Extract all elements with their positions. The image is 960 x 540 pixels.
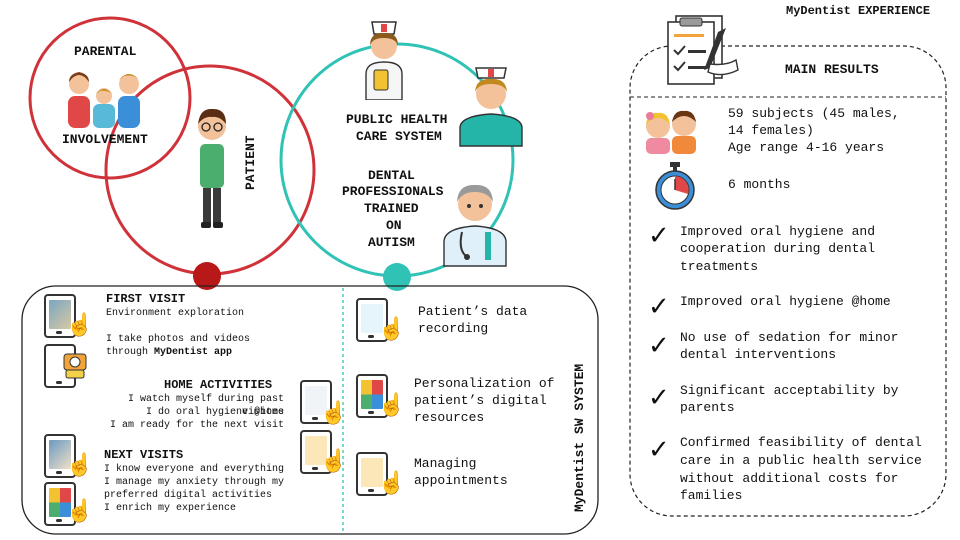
result-1-line-3: treatments <box>680 259 759 274</box>
boy-icon <box>198 108 226 228</box>
home-line-2: I do oral hygiene @home <box>145 407 284 418</box>
nurse-cap-icon <box>459 67 523 147</box>
children-icon <box>646 110 696 154</box>
result-3-line-2: dental interventions <box>680 347 837 362</box>
result-5-line-2: care in a public health service <box>680 453 922 468</box>
patient-label: PATIENT <box>243 135 258 190</box>
first-visit-line-1: I take photos and videos <box>106 334 251 345</box>
result-4-line-1: Significant acceptability by <box>680 383 899 398</box>
bottom-panel-border <box>21 285 599 535</box>
pointing-hand-icon: ☝ <box>320 448 348 473</box>
dental-label-5: AUTISM <box>368 235 415 250</box>
check-icon: ✓ <box>648 330 670 360</box>
result-4-line-2: parents <box>680 400 735 415</box>
first-visit-line-2: through MyDentist app <box>106 347 233 358</box>
red-connector-dot <box>193 262 221 290</box>
dental-label-1: DENTAL <box>368 168 415 183</box>
public-health-label-2: CARE SYSTEM <box>356 129 442 144</box>
next-line-2: I manage my anxiety through my <box>104 477 285 488</box>
smartphone-dentist-icon <box>44 434 76 478</box>
subjects-line-3: Age range 4-16 years <box>728 140 885 155</box>
system-item-2-line-2: patient’s digital <box>414 393 547 408</box>
result-5-line-4: families <box>680 488 743 503</box>
dentist-icon <box>443 184 507 267</box>
family-icon <box>68 72 140 128</box>
check-icon: ✓ <box>648 220 670 250</box>
subjects-line-1: 59 subjects (45 males, <box>728 106 900 121</box>
check-icon: ✓ <box>648 434 670 464</box>
smartphone-puzzle-icon <box>356 374 388 418</box>
home-line-1: I watch myself during past visites <box>127 394 284 418</box>
first-visit-title: FIRST VISIT <box>106 292 186 306</box>
parental-label: PARENTAL <box>74 44 137 59</box>
next-line-4: I enrich my experience <box>104 503 237 514</box>
result-5-line-1: Confirmed feasibility of dental <box>680 435 922 450</box>
smartphone-puzzle-icon <box>44 482 76 526</box>
result-3-line-1: No use of sedation for minor <box>680 330 899 345</box>
pointing-hand-icon: ☝ <box>320 400 348 425</box>
system-item-2-line-1: Personalization of <box>414 376 555 391</box>
smartphone-calendar-icon <box>356 452 388 496</box>
check-icon: ✓ <box>648 382 670 412</box>
checklist-clipboard-icon <box>667 15 739 85</box>
next-line-1: I know everyone and everything <box>104 464 285 475</box>
result-5-line-3: without additional costs for <box>680 471 899 486</box>
subjects-line-2: 14 females) <box>728 123 814 138</box>
dental-label-3: TRAINED <box>364 201 419 216</box>
results-panel-border <box>629 45 947 517</box>
header-title: MyDentist EXPERIENCE <box>786 4 931 18</box>
system-item-3-line-1: Managing <box>414 456 477 471</box>
next-visits-title: NEXT VISITS <box>104 448 184 462</box>
pointing-hand-icon: ☝ <box>378 470 406 495</box>
check-icon: ✓ <box>648 291 670 321</box>
pointing-hand-icon: ☝ <box>66 498 94 523</box>
dental-label-2: PROFESSIONALS <box>342 184 444 199</box>
system-item-1-line-1: Patient’s data <box>418 304 528 319</box>
stopwatch-icon <box>655 162 695 210</box>
parental-circle <box>28 16 192 180</box>
duration-text: 6 months <box>728 177 791 192</box>
nurse-icon <box>365 21 403 100</box>
main-results-title: MAIN RESULTS <box>785 62 879 77</box>
system-item-1-line-2: recording <box>418 321 489 336</box>
public-health-label-1: PUBLIC HEALTH <box>346 112 448 127</box>
pointing-hand-icon: ☝ <box>66 452 94 477</box>
dental-label-4: ON <box>386 218 402 233</box>
system-item-3-line-2: appointments <box>414 473 508 488</box>
result-1-line-2: cooperation during dental <box>680 241 876 256</box>
system-item-2-line-3: resources <box>414 410 485 425</box>
smartphone-profile-icon <box>356 298 388 342</box>
system-vertical-label: MyDentist SW SYSTEM <box>572 363 587 512</box>
smartphone-video-icon <box>300 380 332 424</box>
result-2-line-1: Improved oral hygiene @home <box>680 294 891 309</box>
involvement-label: INVOLVEMENT <box>62 132 148 147</box>
result-1-line-1: Improved oral hygiene and <box>680 224 876 239</box>
first-visit-subtitle: Environment exploration <box>106 308 245 319</box>
smartphone-calendar-icon <box>300 430 332 474</box>
pointing-hand-icon: ☝ <box>66 312 94 337</box>
next-line-3: preferred digital activities <box>104 490 273 501</box>
home-activities-title: HOME ACTIVITIES <box>164 378 273 392</box>
pointing-hand-icon: ☝ <box>378 316 406 341</box>
home-line-3: I am ready for the next visit <box>109 420 284 431</box>
teal-connector-dot <box>383 263 411 291</box>
camera-icon <box>63 353 87 379</box>
smartphone-icon <box>44 294 76 338</box>
pointing-hand-icon: ☝ <box>378 392 406 417</box>
